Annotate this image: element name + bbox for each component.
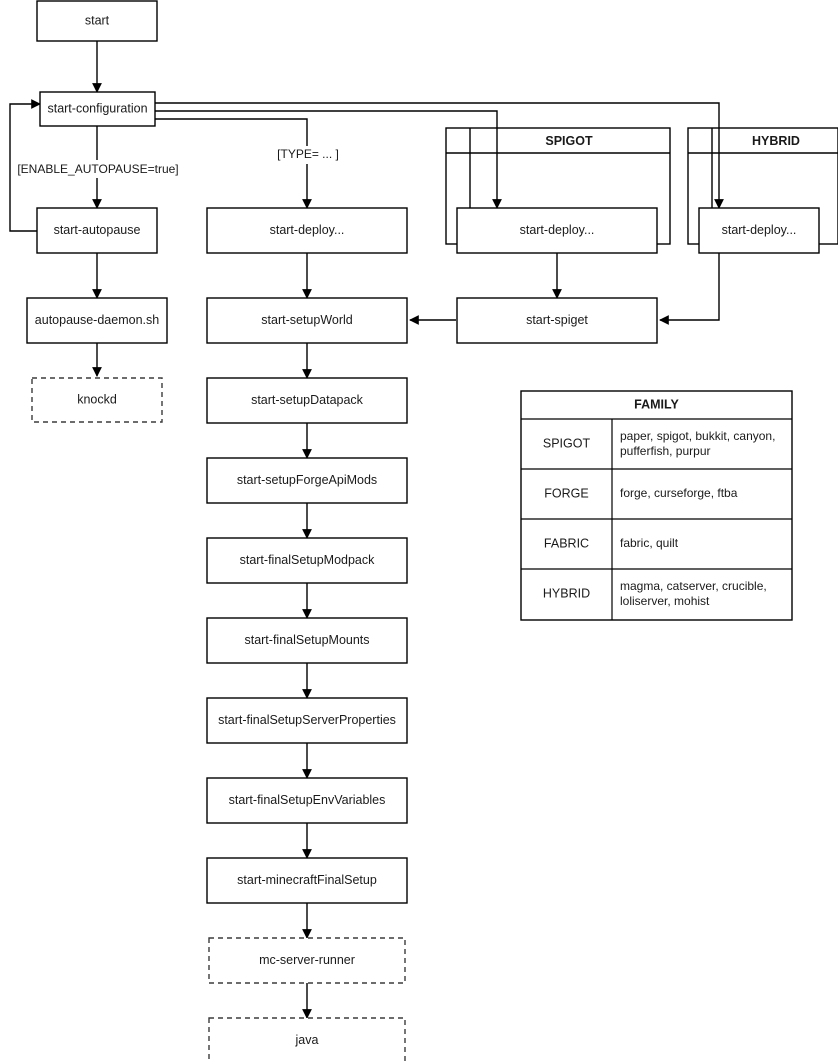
family-row-value-line2: pufferfish, purpur bbox=[620, 444, 711, 458]
group-hybrid-title: HYBRID bbox=[752, 134, 800, 148]
family-row-value-line1: paper, spigot, bukkit, canyon, bbox=[620, 429, 775, 443]
node-start-finalsetupmodpack-label: start-finalSetupModpack bbox=[240, 553, 376, 567]
node-start-setupforgeapimods-label: start-setupForgeApiMods bbox=[237, 473, 377, 487]
node-start-deploy-hybrid[interactable]: start-deploy... bbox=[698, 207, 820, 254]
node-java-label: java bbox=[295, 1033, 319, 1047]
family-row-value-line1: magma, catserver, crucible, bbox=[620, 579, 767, 593]
node-start-label: start bbox=[85, 13, 110, 27]
node-autopause-daemon[interactable]: autopause-daemon.sh bbox=[26, 297, 168, 344]
node-start-finalsetupserverproperties-label: start-finalSetupServerProperties bbox=[218, 713, 396, 727]
family-table-title: FAMILY bbox=[634, 397, 679, 411]
node-start-spiget[interactable]: start-spiget bbox=[456, 297, 658, 344]
node-start-finalsetupmodpack[interactable]: start-finalSetupModpack bbox=[206, 537, 408, 584]
node-start-autopause[interactable]: start-autopause bbox=[36, 207, 158, 254]
node-start-deploy-main-label: start-deploy... bbox=[270, 223, 345, 237]
node-start-spiget-label: start-spiget bbox=[526, 313, 588, 327]
node-start-deploy-main[interactable]: start-deploy... bbox=[206, 207, 408, 254]
family-table: FAMILY SPIGOT paper, spigot, bukkit, can… bbox=[520, 390, 793, 621]
family-row-key: FABRIC bbox=[544, 536, 589, 550]
node-start-finalsetupmounts[interactable]: start-finalSetupMounts bbox=[206, 617, 408, 664]
edge-deploy-hybrid-to-spiget bbox=[659, 253, 720, 325]
node-start-deploy-spigot-label: start-deploy... bbox=[520, 223, 595, 237]
edge-label-enable-autopause: [ENABLE_AUTOPAUSE=true] bbox=[16, 160, 181, 178]
node-start-configuration[interactable]: start-configuration bbox=[39, 91, 156, 127]
node-knockd[interactable]: knockd bbox=[31, 377, 163, 423]
node-start-deploy-hybrid-label: start-deploy... bbox=[722, 223, 797, 237]
node-start[interactable]: start bbox=[36, 0, 158, 42]
edge-label-type-guard-text: [TYPE= ... ] bbox=[277, 147, 339, 161]
node-mc-server-runner-label: mc-server-runner bbox=[259, 953, 355, 967]
node-start-finalsetupenvvariables[interactable]: start-finalSetupEnvVariables bbox=[206, 777, 408, 824]
node-autopause-daemon-label: autopause-daemon.sh bbox=[35, 313, 159, 327]
edge-configuration-to-deploy-hybrid bbox=[155, 102, 724, 209]
family-table-row: SPIGOT paper, spigot, bukkit, canyon, pu… bbox=[543, 429, 776, 458]
node-mc-server-runner[interactable]: mc-server-runner bbox=[208, 937, 406, 984]
node-java[interactable]: java bbox=[208, 1017, 406, 1061]
node-start-minecraftfinalsetup-label: start-minecraftFinalSetup bbox=[237, 873, 377, 887]
edge-label-type-guard: [TYPE= ... ] bbox=[266, 146, 350, 164]
node-start-setupdatapack[interactable]: start-setupDatapack bbox=[206, 377, 408, 424]
group-hybrid: HYBRID bbox=[687, 127, 838, 245]
edge-autopause-loopback-configuration bbox=[9, 99, 41, 232]
node-start-setupforgeapimods[interactable]: start-setupForgeApiMods bbox=[206, 457, 408, 504]
edge-configuration-to-deploy-main bbox=[155, 118, 312, 209]
family-row-key: FORGE bbox=[544, 486, 588, 500]
family-row-key: SPIGOT bbox=[543, 436, 591, 450]
node-start-setupworld-label: start-setupWorld bbox=[261, 313, 353, 327]
node-knockd-label: knockd bbox=[77, 392, 117, 406]
family-table-row: FABRIC fabric, quilt bbox=[544, 536, 679, 550]
node-start-setupworld[interactable]: start-setupWorld bbox=[206, 297, 408, 344]
node-start-minecraftfinalsetup[interactable]: start-minecraftFinalSetup bbox=[206, 857, 408, 904]
node-start-autopause-label: start-autopause bbox=[54, 223, 141, 237]
node-start-finalsetupserverproperties[interactable]: start-finalSetupServerProperties bbox=[206, 697, 408, 744]
node-start-finalsetupenvvariables-label: start-finalSetupEnvVariables bbox=[229, 793, 386, 807]
family-row-value-line1: forge, curseforge, ftba bbox=[620, 486, 738, 500]
family-row-value-line1: fabric, quilt bbox=[620, 536, 679, 550]
edge-configuration-to-deploy-spigot bbox=[155, 110, 502, 209]
family-row-key: HYBRID bbox=[543, 586, 590, 600]
family-row-value-line2: loliserver, mohist bbox=[620, 594, 710, 608]
node-start-setupdatapack-label: start-setupDatapack bbox=[251, 393, 364, 407]
edge-label-enable-autopause-text: [ENABLE_AUTOPAUSE=true] bbox=[17, 162, 178, 176]
node-start-finalsetupmounts-label: start-finalSetupMounts bbox=[244, 633, 369, 647]
group-spigot-title: SPIGOT bbox=[545, 134, 593, 148]
node-start-configuration-label: start-configuration bbox=[47, 101, 147, 115]
family-table-row: HYBRID magma, catserver, crucible, lolis… bbox=[543, 579, 767, 608]
node-start-deploy-spigot[interactable]: start-deploy... bbox=[456, 207, 658, 254]
family-table-row: FORGE forge, curseforge, ftba bbox=[544, 486, 737, 500]
